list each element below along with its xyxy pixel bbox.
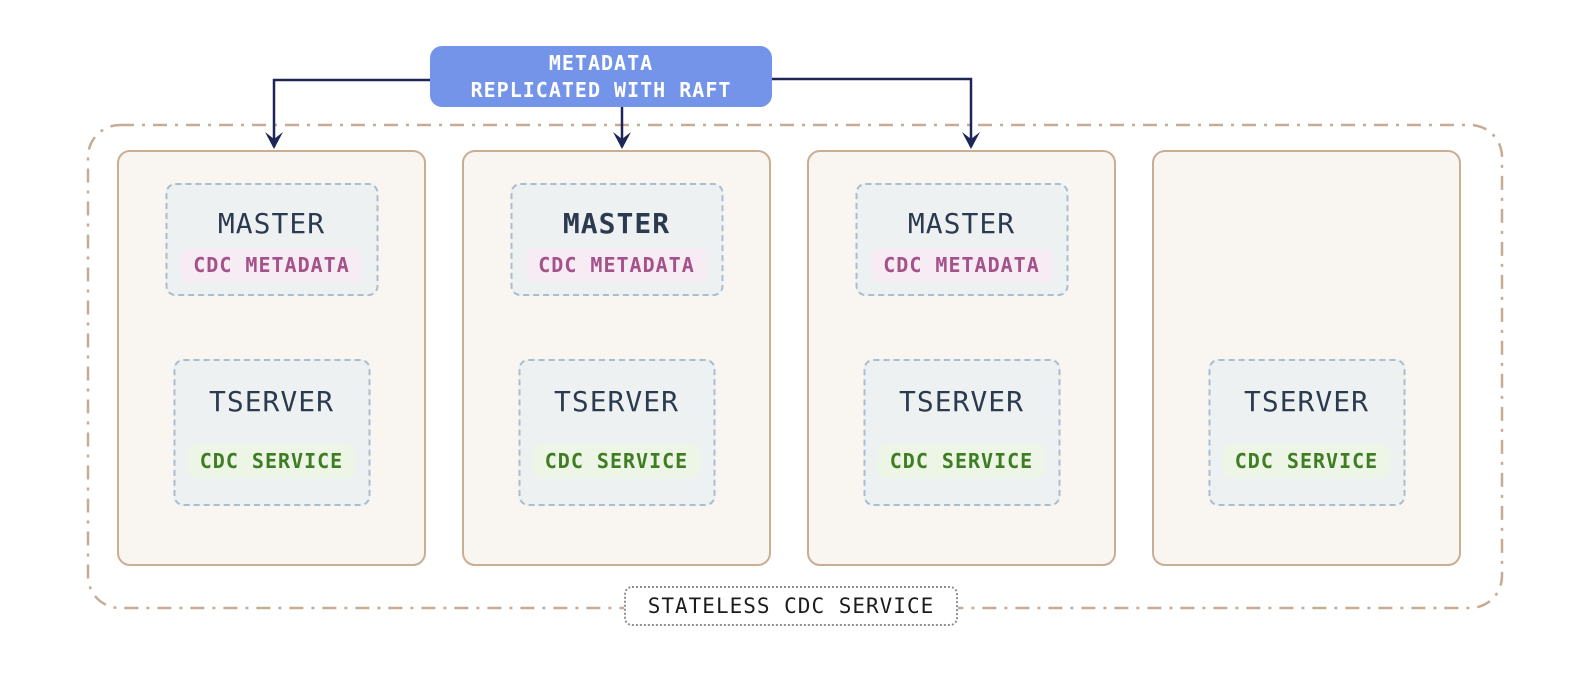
node-card-4: TSERVER CDC SERVICE [1152, 150, 1461, 566]
master-box-2: MASTER CDC METADATA [510, 183, 723, 296]
tserver-box-3: TSERVER CDC SERVICE [863, 359, 1060, 506]
raft-metadata-line1: METADATA [548, 50, 654, 75]
tserver-title: TSERVER [898, 385, 1024, 418]
tserver-box-4: TSERVER CDC SERVICE [1208, 359, 1405, 506]
cdc-service-badge: CDC SERVICE [187, 444, 356, 478]
master-box-3: MASTER CDC METADATA [855, 183, 1068, 296]
master-box-1: MASTER CDC METADATA [165, 183, 378, 296]
arrowhead-middle-icon [613, 132, 631, 149]
raft-connector-left [272, 78, 430, 147]
raft-connector-right [772, 77, 973, 147]
tserver-title: TSERVER [1243, 385, 1369, 418]
master-title: MASTER [907, 207, 1016, 240]
arrowhead-right-icon [962, 132, 980, 149]
cdc-metadata-badge: CDC METADATA [871, 248, 1052, 282]
raft-metadata-box: METADATA REPLICATED WITH RAFT [430, 46, 772, 107]
cdc-service-badge: CDC SERVICE [1222, 444, 1391, 478]
node-card-3: MASTER CDC METADATA TSERVER CDC SERVICE [807, 150, 1116, 566]
cdc-service-badge: CDC SERVICE [532, 444, 701, 478]
tserver-box-1: TSERVER CDC SERVICE [173, 359, 370, 506]
tserver-title: TSERVER [553, 385, 679, 418]
cdc-metadata-badge: CDC METADATA [526, 248, 707, 282]
arrowhead-left-icon [265, 132, 283, 149]
stateless-cdc-service-label: STATELESS CDC SERVICE [624, 586, 958, 626]
raft-metadata-line2: REPLICATED WITH RAFT [470, 77, 732, 102]
cdc-metadata-badge: CDC METADATA [181, 248, 362, 282]
master-title: MASTER [562, 207, 671, 240]
tserver-title: TSERVER [208, 385, 334, 418]
cdc-service-badge: CDC SERVICE [877, 444, 1046, 478]
tserver-box-2: TSERVER CDC SERVICE [518, 359, 715, 506]
node-card-1: MASTER CDC METADATA TSERVER CDC SERVICE [117, 150, 426, 566]
master-title: MASTER [217, 207, 326, 240]
node-card-2: MASTER CDC METADATA TSERVER CDC SERVICE [462, 150, 771, 566]
